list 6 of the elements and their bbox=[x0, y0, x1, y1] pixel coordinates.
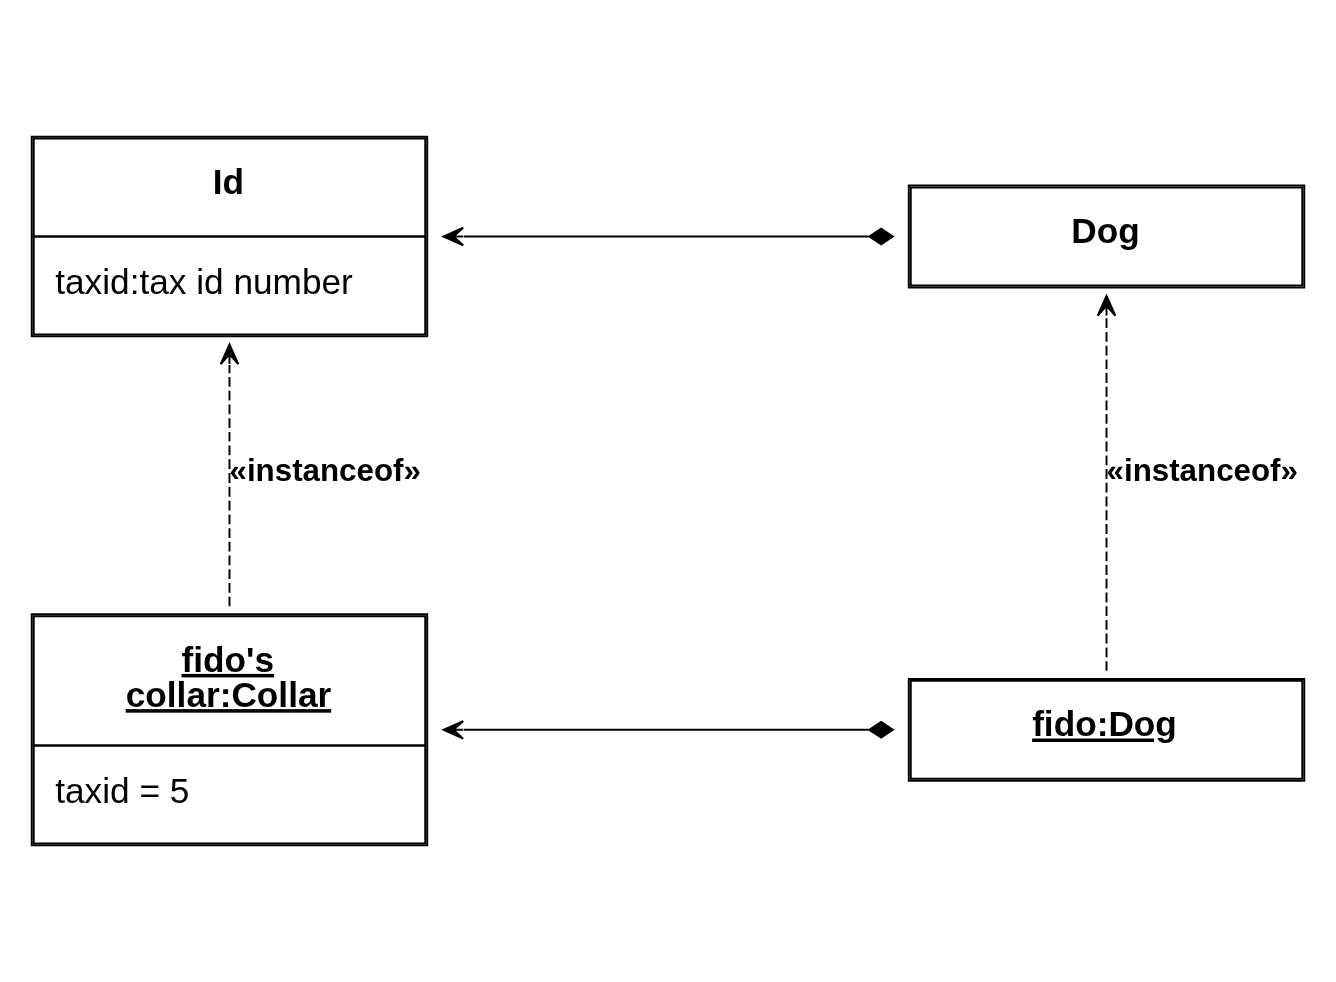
arrow bbox=[1096, 294, 1117, 672]
arrow bbox=[442, 226, 895, 247]
edge-label: «instanceof» bbox=[229, 452, 421, 488]
arrow bbox=[219, 343, 240, 608]
arrow bbox=[442, 720, 895, 740]
edge-label: «instanceof» bbox=[1106, 452, 1298, 488]
